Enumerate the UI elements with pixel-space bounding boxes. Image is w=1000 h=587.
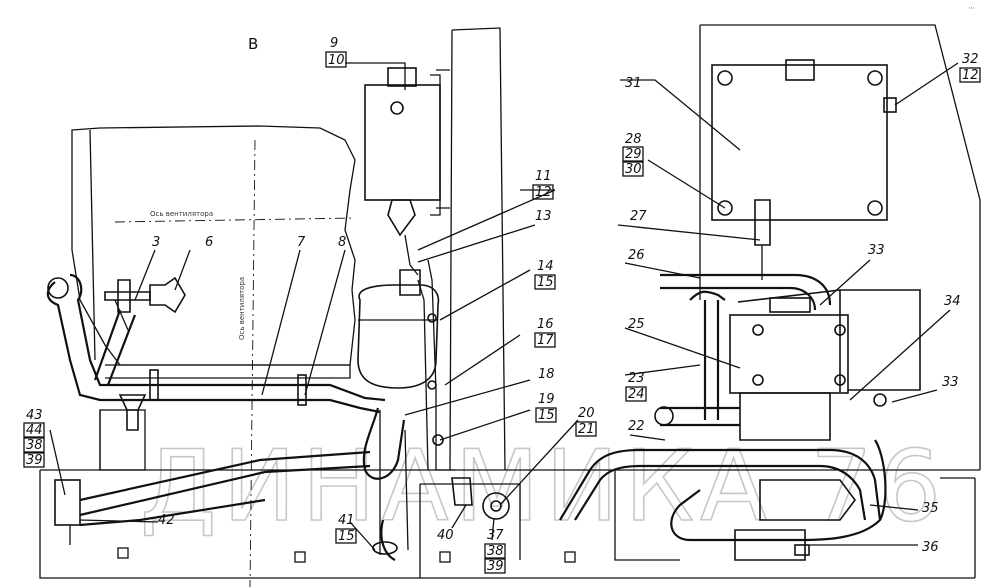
callout-8: 8 xyxy=(338,235,346,250)
callout-14: 14 xyxy=(537,259,554,274)
callout-7: 7 xyxy=(297,235,306,250)
view-letter: B xyxy=(248,35,258,53)
callout-37: 37 xyxy=(487,528,504,543)
callout-39-left: 39 xyxy=(26,453,43,468)
valve-assembly xyxy=(104,276,186,331)
callout-11: 11 xyxy=(535,169,552,184)
callout-19: 19 xyxy=(538,392,555,407)
radiator-block xyxy=(711,59,897,280)
callout-16: 16 xyxy=(537,317,554,332)
callout-40: 40 xyxy=(437,528,454,543)
callout-33-top: 33 xyxy=(868,243,885,258)
callout-32: 32 xyxy=(962,52,979,67)
corner-mark: ⋯ xyxy=(968,4,975,12)
callout-24: 24 xyxy=(628,387,645,402)
callout-labels: B 9 10 31 32 12 28 29 30 11 12 13 27 3 6… xyxy=(23,35,981,574)
callout-15-b: 15 xyxy=(538,408,555,423)
callout-3: 3 xyxy=(152,235,160,250)
callout-34: 34 xyxy=(944,294,961,309)
reservoir-tank xyxy=(364,67,450,276)
callout-15-c: 15 xyxy=(338,529,355,544)
callout-29: 29 xyxy=(625,147,642,162)
callout-27: 27 xyxy=(630,209,647,224)
axis-note-horizontal: Ось вентилятора xyxy=(150,210,213,218)
watermark: ДИНАМИКА 76 xyxy=(140,430,947,544)
heater-unit xyxy=(654,273,921,441)
callout-38-bottom: 38 xyxy=(487,544,504,559)
callout-33-right: 33 xyxy=(942,375,959,390)
callout-20: 20 xyxy=(578,406,595,421)
bottom-left-filter xyxy=(54,450,371,545)
callout-39-bottom: 39 xyxy=(487,559,504,574)
callout-35: 35 xyxy=(922,501,939,516)
callout-31: 31 xyxy=(625,76,642,91)
left-pipes xyxy=(46,273,386,431)
callout-26: 26 xyxy=(628,248,645,263)
callout-12-top: 12 xyxy=(962,68,979,83)
callout-23: 23 xyxy=(628,371,645,386)
lower-hoses xyxy=(559,439,887,561)
callout-30: 30 xyxy=(625,162,642,177)
callout-28: 28 xyxy=(625,132,642,147)
bulkhead-panel xyxy=(449,24,981,471)
fuel-lines-center xyxy=(417,259,510,520)
callout-42: 42 xyxy=(158,513,175,528)
callout-6: 6 xyxy=(205,235,213,250)
callout-36: 36 xyxy=(922,540,939,555)
callout-18: 18 xyxy=(538,367,555,382)
callout-15-a: 15 xyxy=(537,275,554,290)
callout-41: 41 xyxy=(338,513,355,528)
callout-13: 13 xyxy=(535,209,552,224)
callout-10: 10 xyxy=(328,53,345,68)
callout-25: 25 xyxy=(628,317,645,332)
callout-9: 9 xyxy=(330,36,338,51)
axis-note-vertical: Ось вентилятора xyxy=(238,277,246,340)
callout-12-mid: 12 xyxy=(535,185,552,200)
fuel-tank: Ось вентилятора Ось вентилятора xyxy=(71,125,356,587)
callout-22: 22 xyxy=(628,419,645,434)
callout-38-left: 38 xyxy=(26,438,43,453)
callout-17: 17 xyxy=(537,333,554,348)
callout-43: 43 xyxy=(26,408,43,423)
leader-lines xyxy=(49,62,959,551)
callout-44: 44 xyxy=(26,423,43,438)
callout-21: 21 xyxy=(578,422,595,437)
